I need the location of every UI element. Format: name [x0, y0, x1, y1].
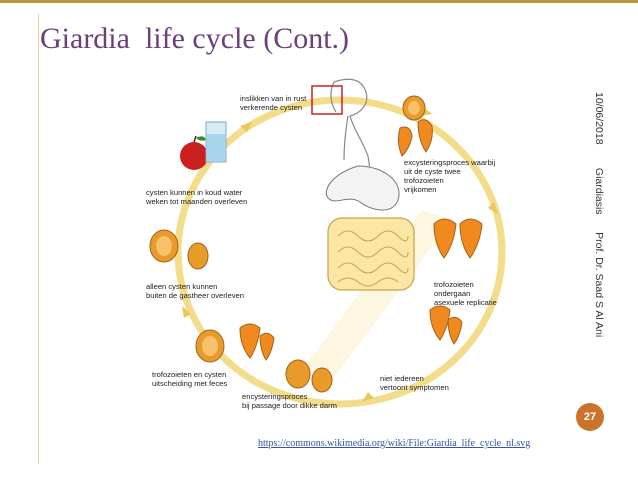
slide-topic: Giardiasis	[593, 167, 605, 215]
sidebar-meta: 10/06/2018 Giardiasis Prof. Dr. Saad S A…	[593, 92, 607, 352]
page-number-badge: 27	[576, 403, 604, 431]
trophozoite-pair-right	[433, 218, 483, 259]
slide-author: Prof. Dr. Saad S Al Ani	[593, 232, 605, 338]
slide-title: Giardia life cycle (Cont.)	[40, 22, 350, 55]
apple-icon	[180, 135, 208, 170]
trophozoite-excyst-2	[397, 126, 413, 157]
cyst-icon-top-right	[402, 95, 426, 121]
cycle-arrow-4	[182, 306, 191, 318]
intestine-coils	[337, 230, 409, 287]
source-link[interactable]: https://commons.wikimedia.org/wiki/File:…	[258, 438, 531, 449]
sidebar-meta-text: 10/06/2018 Giardiasis Prof. Dr. Saad S A…	[593, 92, 605, 337]
cyst-icon-bottom	[285, 359, 333, 393]
cyst-icon-left	[149, 229, 209, 270]
trophozoite-pair-right-lower	[429, 305, 463, 345]
trophozoite-bottom-left	[239, 323, 275, 361]
trophozoite-excyst-1	[417, 119, 433, 153]
cycle-arrow-3	[362, 392, 374, 402]
life-cycle-artwork	[149, 78, 506, 408]
human-outline	[330, 78, 375, 197]
slide-left-rule	[38, 14, 39, 464]
mouth-highlight-box	[311, 85, 343, 115]
cycle-arrow-5	[240, 122, 252, 132]
intestines	[327, 217, 415, 291]
cycle-ring	[174, 96, 506, 408]
slide-date: 10/06/2018	[593, 92, 605, 145]
stomach	[326, 165, 400, 211]
water-glass-icon	[205, 121, 227, 163]
cycle-arrow-2	[488, 202, 498, 214]
slide-top-border	[0, 0, 638, 3]
cyst-icon-bottom-left	[195, 329, 225, 363]
